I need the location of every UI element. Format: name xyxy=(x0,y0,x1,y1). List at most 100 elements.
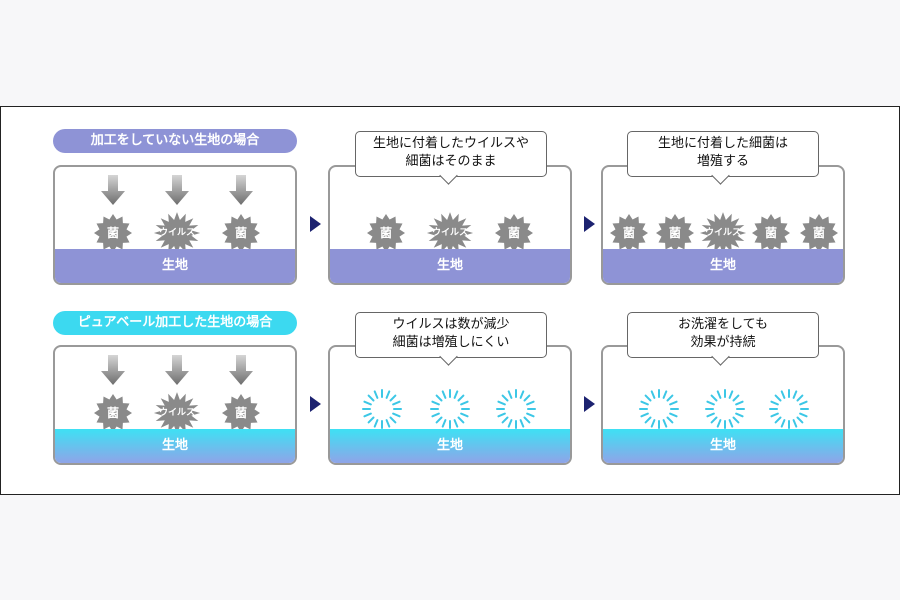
virus-label: ウイルス xyxy=(159,227,195,238)
burst-dash xyxy=(774,416,782,424)
burst-icon xyxy=(362,389,402,429)
burst-dash xyxy=(389,394,397,402)
germ-label: 菌 xyxy=(813,225,825,240)
virus-icon: ウイルス xyxy=(699,212,747,254)
germ-icon: 菌 xyxy=(800,214,838,252)
burst-dash xyxy=(389,416,397,424)
burst-dash xyxy=(640,400,649,406)
virus-icon: ウイルス xyxy=(426,212,474,254)
burst-dash xyxy=(431,412,440,418)
next-arrow-icon xyxy=(310,396,321,412)
burst-dash xyxy=(799,412,808,418)
burst-dash xyxy=(780,419,786,428)
burst-dash xyxy=(519,419,525,428)
panel-treated-1: 菌 ウイルス 菌 生地 xyxy=(53,345,297,465)
burst-dash xyxy=(706,412,715,418)
burst-dash xyxy=(441,390,447,399)
next-arrow-icon xyxy=(584,216,595,232)
burst-dash xyxy=(792,390,798,399)
germ-icon: 菌 xyxy=(222,214,260,252)
burst-dash xyxy=(706,400,715,406)
burst-dash xyxy=(497,400,506,406)
bubble-line: 細菌はそのまま xyxy=(405,154,497,169)
fabric-ground: 生地 xyxy=(55,429,295,463)
germ-icon: 菌 xyxy=(752,214,790,252)
arrow-down-icon xyxy=(165,355,189,385)
burst-dash xyxy=(507,390,513,399)
burst-dash xyxy=(457,416,465,424)
arrow-down-icon xyxy=(101,355,125,385)
speech-bubble: 生地に付着した細菌は 増殖する xyxy=(627,131,819,185)
panel-treated-2: 生地 xyxy=(328,345,572,465)
burst-dash xyxy=(457,394,465,402)
burst-dash xyxy=(453,419,459,428)
bubble-line: 生地に付着したウイルスや xyxy=(372,136,529,151)
burst-dash xyxy=(796,416,804,424)
burst-dash xyxy=(710,394,718,402)
burst-icon xyxy=(769,389,809,429)
burst-dash xyxy=(650,390,656,399)
virus-label: ウイルス xyxy=(705,227,741,238)
bubble-line: 生地に付着した細菌は xyxy=(657,136,788,151)
burst-dash xyxy=(710,416,718,424)
burst-dash xyxy=(497,412,506,418)
germ-label: 菌 xyxy=(107,225,119,240)
burst-dash xyxy=(770,412,779,418)
burst-dash xyxy=(666,416,674,424)
burst-dash xyxy=(453,390,459,399)
burst-dash xyxy=(526,400,535,406)
burst-dash xyxy=(523,416,531,424)
arrow-down-icon xyxy=(101,175,125,205)
fabric-ground: 生地 xyxy=(603,429,843,463)
speech-bubble: 生地に付着したウイルスや 細菌はそのまま xyxy=(355,131,547,185)
burst-dash xyxy=(367,416,375,424)
virus-label: ウイルス xyxy=(432,227,468,238)
burst-dash xyxy=(526,412,535,418)
burst-dash xyxy=(363,412,372,418)
burst-dash xyxy=(799,400,808,406)
arrow-down-icon xyxy=(229,355,253,385)
burst-dash xyxy=(770,400,779,406)
burst-icon xyxy=(705,389,745,429)
burst-icon xyxy=(430,389,470,429)
burst-dash xyxy=(392,400,401,406)
panel-untreated-3: 菌 菌 ウイルス 菌 菌 生地 xyxy=(601,165,845,285)
burst-dash xyxy=(666,394,674,402)
diagram-frame: 加工をしていない生地の場合 菌 ウイルス 菌 生地 菌 xyxy=(0,106,900,495)
germ-label: 菌 xyxy=(508,225,520,240)
burst-dash xyxy=(363,400,372,406)
burst-dash xyxy=(728,419,734,428)
fabric-ground: 生地 xyxy=(55,249,295,283)
virus-label: ウイルス xyxy=(159,407,195,418)
germ-icon: 菌 xyxy=(94,214,132,252)
burst-dash xyxy=(735,412,744,418)
bubble-line: お洗濯をしても xyxy=(678,317,768,332)
burst-dash xyxy=(650,419,656,428)
burst-dash xyxy=(716,419,722,428)
burst-dash xyxy=(507,419,513,428)
arrow-down-icon xyxy=(229,175,253,205)
burst-icon xyxy=(639,389,679,429)
bubble-line: 細菌は増殖しにくい xyxy=(392,335,510,350)
bubble-line: 効果が持続 xyxy=(690,335,756,350)
burst-dash xyxy=(728,390,734,399)
germ-icon: 菌 xyxy=(495,214,533,252)
burst-dash xyxy=(774,394,782,402)
burst-dash xyxy=(523,394,531,402)
burst-dash xyxy=(367,394,375,402)
burst-dash xyxy=(441,419,447,428)
bubble-line: ウイルスは数が減少 xyxy=(392,317,510,332)
burst-dash xyxy=(392,412,401,418)
burst-dash xyxy=(669,400,678,406)
burst-dash xyxy=(435,394,443,402)
burst-dash xyxy=(662,390,668,399)
arrow-down-icon xyxy=(165,175,189,205)
speech-bubble: ウイルスは数が減少 細菌は増殖しにくい xyxy=(355,312,547,366)
virus-icon: ウイルス xyxy=(153,212,201,254)
next-arrow-icon xyxy=(584,396,595,412)
burst-dash xyxy=(644,416,652,424)
virus-icon: ウイルス xyxy=(153,392,201,434)
burst-dash xyxy=(435,416,443,424)
burst-dash xyxy=(640,412,649,418)
germ-label: 菌 xyxy=(235,225,247,240)
